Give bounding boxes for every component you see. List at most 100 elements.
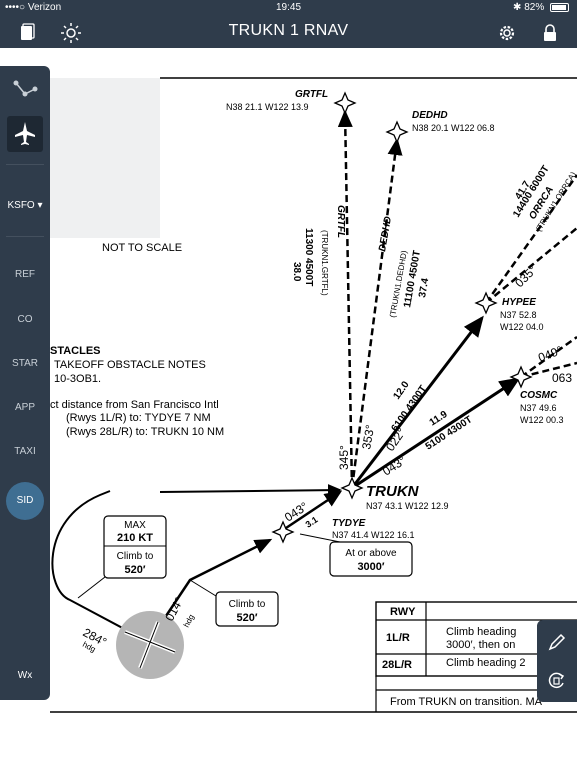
fix-tydye-name: TYDYE xyxy=(332,518,366,529)
bottom-bar xyxy=(0,746,577,770)
carrier-signal: ••••○ Verizon xyxy=(5,2,62,13)
nav-bar: TRUKN 1 RNAV xyxy=(0,16,577,56)
route-dedhd-name: DEDHD xyxy=(377,216,394,253)
sidebar: KSFO ▾ REF CO STAR APP TAXI SID Wx xyxy=(0,66,50,700)
tab-ref[interactable]: REF xyxy=(15,269,35,280)
climb-box-right xyxy=(215,591,279,627)
path-to-trukn xyxy=(159,484,342,497)
at-or-above-alt: 3000′ xyxy=(357,561,384,573)
distance-note-rwy28: (Rwys 28L/R) to: TRUKN 10 NM xyxy=(66,426,224,438)
tydye-leg-dist: 3.1 xyxy=(304,514,320,529)
fix-cosmc-lon: W122 00.3 xyxy=(520,415,564,425)
distance-note-rwy1: (Rwys 1L/R) to: TYDYE 7 NM xyxy=(66,412,211,424)
obstacle-notes-line2: 10-3OB1. xyxy=(54,373,101,385)
pencil-icon[interactable] xyxy=(547,632,567,652)
airplane-button[interactable] xyxy=(7,116,43,152)
route-hypee-course: 022° xyxy=(383,425,409,454)
max-label: MAX xyxy=(124,520,146,531)
battery-icon xyxy=(550,2,569,12)
route-cosmc xyxy=(351,377,521,490)
fix-cosmc-lat: N37 49.6 xyxy=(520,403,557,413)
climb-alt-left: 520′ xyxy=(125,564,146,576)
documents-icon[interactable] xyxy=(16,22,38,44)
status-bar: ••••○ Verizon 19:45 ✱ 82% xyxy=(0,0,577,16)
route-grtfl-dist: 38.0 xyxy=(291,262,302,282)
route-dedhd-course: 353° xyxy=(359,423,377,450)
tab-taxi[interactable]: TAXI xyxy=(14,446,36,457)
tab-star[interactable]: STAR xyxy=(12,358,38,369)
climb-label-left: Climb to xyxy=(117,551,154,562)
battery-status: ✱ 82% xyxy=(513,2,569,13)
route-dedhd-dist: 37.4 xyxy=(417,277,431,299)
chart-canvas: GRTFL N38 21.1 W122 13.9 DEDHD N38 20.1 … xyxy=(50,77,577,713)
tab-sid[interactable]: SID xyxy=(6,482,44,520)
fix-trukn-coords: N37 43.1 W122 12.9 xyxy=(366,501,449,511)
page-title: TRUKN 1 RNAV xyxy=(228,22,349,39)
route-hypee xyxy=(350,315,484,489)
route-cosmc-out-course2: 063 xyxy=(552,371,572,385)
route-grtfl-name: GRTFL xyxy=(335,205,346,238)
route-cosmc-out-course: 049° xyxy=(536,343,564,365)
path-rwy-28 xyxy=(51,490,131,633)
table-row1-text: Climb heading xyxy=(446,626,516,638)
waypoint-hypee[interactable] xyxy=(474,291,498,315)
at-or-above-label: At or above xyxy=(345,548,397,559)
route-cosmc-out2 xyxy=(520,361,577,379)
route-cosmc-out xyxy=(520,335,577,379)
not-to-scale-label: NOT TO SCALE xyxy=(102,242,182,254)
airplane-icon xyxy=(15,122,35,145)
fix-hypee-lon: W122 04.0 xyxy=(500,322,544,332)
fix-dedhd-name: DEDHD xyxy=(412,110,448,121)
waypoint-grtfl[interactable] xyxy=(333,91,357,115)
route-cosmc-course: 043° xyxy=(380,453,409,478)
waypoint-tydye[interactable] xyxy=(271,520,295,544)
table-header-rwy: RWY xyxy=(390,606,416,618)
heading-014-hdg: hdg xyxy=(182,613,196,629)
route-hypee-out xyxy=(485,227,577,304)
route-icon[interactable] xyxy=(12,78,38,100)
bluetooth-icon: ✱ xyxy=(513,2,522,13)
tab-app[interactable]: APP xyxy=(14,402,35,413)
table-row2-rwy: 28L/R xyxy=(382,659,412,671)
gear-icon[interactable] xyxy=(496,22,518,44)
chart-overlay-panel xyxy=(50,78,160,238)
fix-hypee-name: HYPEE xyxy=(502,297,536,308)
fix-grtfl-coords: N38 21.1 W122 13.9 xyxy=(226,102,309,112)
fix-hypee-lat: N37 52.8 xyxy=(500,310,537,320)
lock-icon[interactable] xyxy=(539,22,561,44)
at-or-above-box xyxy=(329,541,413,577)
fix-grtfl-name: GRTFL xyxy=(295,89,328,100)
obstacle-notes-line1: TAKEOFF OBSTACLE NOTES xyxy=(54,359,206,371)
table-row1-rwy: 1L/R xyxy=(386,632,410,644)
clock: 19:45 xyxy=(275,2,302,13)
route-grtfl-id: (TRUKN1.GRTFL) xyxy=(320,230,329,296)
table-row2-text: Climb heading 2 xyxy=(446,657,526,669)
climb-alt-right: 520′ xyxy=(237,612,258,624)
route-grtfl xyxy=(337,109,354,489)
table-footer: From TRUKN on transition. MA xyxy=(390,696,543,708)
route-grtfl-alt: 11300 4500T xyxy=(303,228,314,286)
airport-selector[interactable]: KSFO ▾ xyxy=(7,200,43,211)
max-speed: 210 KT xyxy=(117,532,153,544)
climb-label-right: Climb to xyxy=(229,599,266,610)
weather-button[interactable]: Wx xyxy=(17,670,33,681)
fix-tydye-coords: N37 41.4 W122 16.1 xyxy=(332,530,415,540)
fix-cosmc-name: COSMC xyxy=(520,390,558,401)
speed-climb-box xyxy=(103,515,167,579)
heading-014: 014° xyxy=(162,595,186,624)
tab-co[interactable]: CO xyxy=(17,314,33,325)
route-grtfl-course: 345° xyxy=(337,445,351,470)
brightness-icon[interactable] xyxy=(60,22,82,44)
route-orrca xyxy=(484,174,577,304)
route-dedhd xyxy=(350,137,403,489)
path-tydye-trukn xyxy=(282,490,343,532)
waypoint-trukn[interactable] xyxy=(340,476,364,500)
annotation-tools xyxy=(537,620,577,702)
fix-dedhd-coords: N38 20.1 W122 06.8 xyxy=(412,123,495,133)
table-row1-text2: 3000′, then on xyxy=(446,639,515,651)
obstacles-heading: STACLES xyxy=(50,345,101,357)
waypoint-cosmc[interactable] xyxy=(509,365,533,389)
rotate-icon[interactable] xyxy=(547,670,567,690)
waypoint-dedhd[interactable] xyxy=(385,120,409,144)
fix-trukn-name: TRUKN xyxy=(366,483,420,500)
